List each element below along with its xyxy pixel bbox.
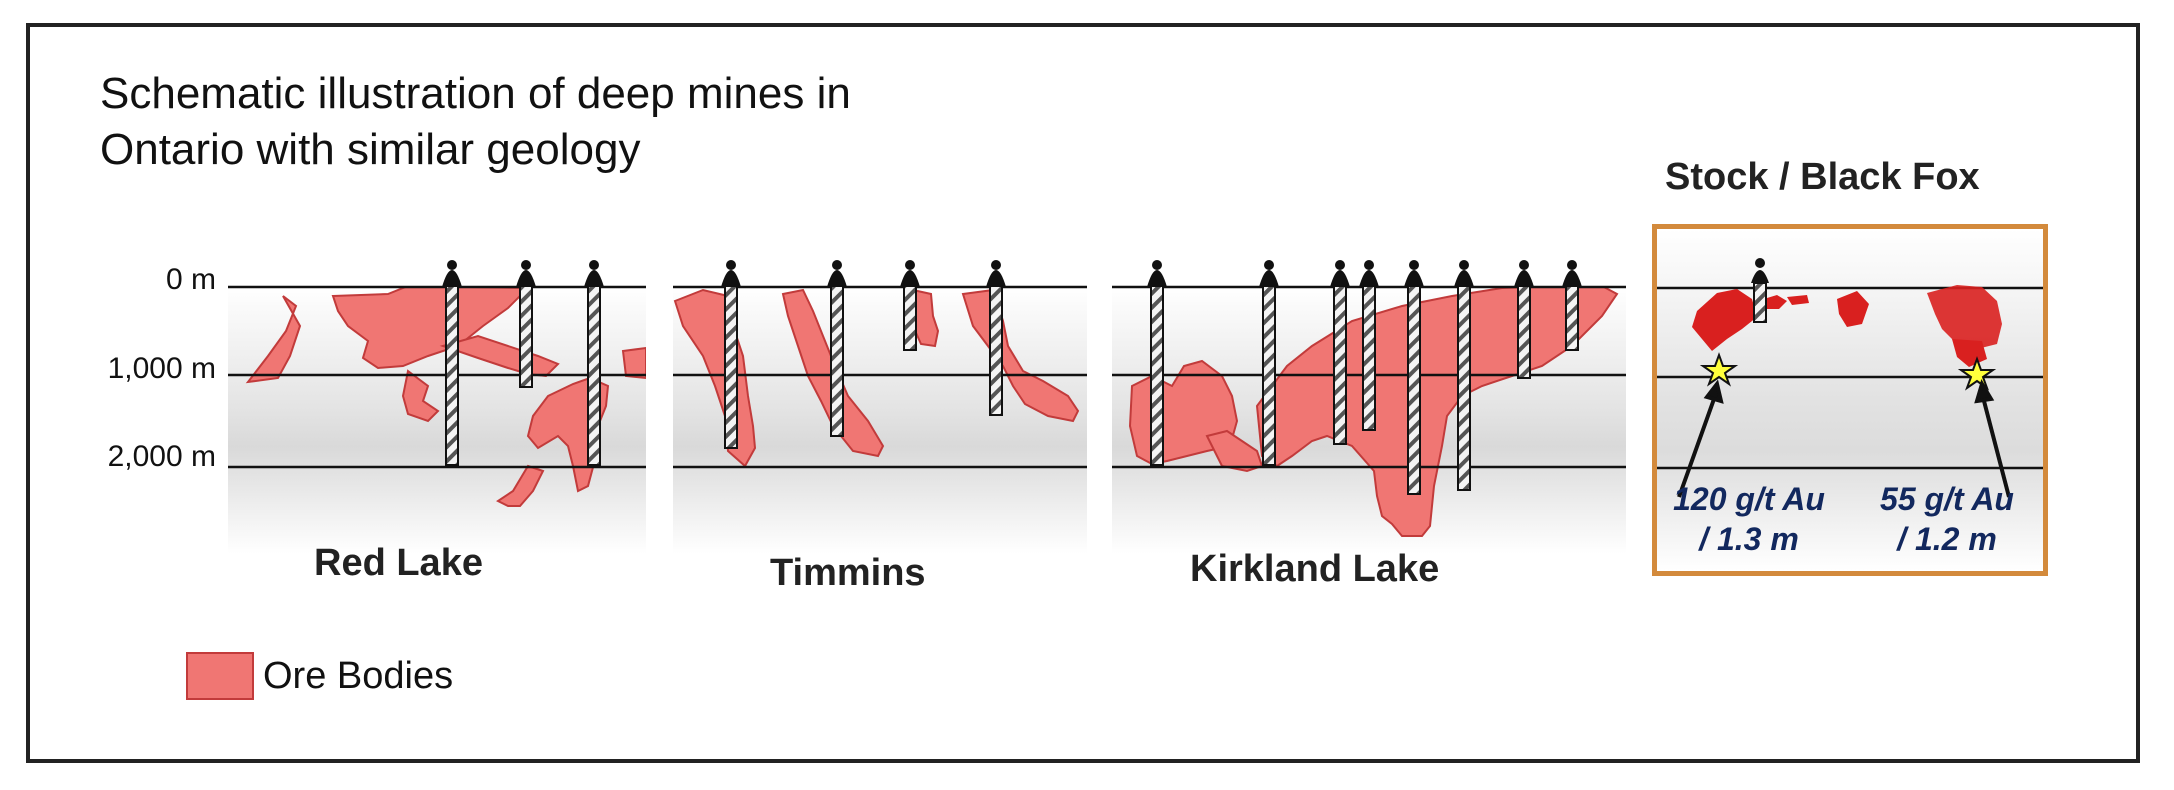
mine-shaft (721, 260, 741, 449)
mine-shaft (827, 260, 847, 437)
ore-body (1927, 285, 2002, 349)
mine-shaft (1454, 260, 1474, 491)
mine-label-kirkland-lake: Kirkland Lake (1190, 548, 1440, 590)
mine-shaft (1259, 260, 1279, 466)
mine-shaft (1562, 260, 1582, 351)
mine-shaft (1404, 260, 1424, 495)
mine-shaft (900, 260, 920, 351)
title-line-2: Ontario with similar geology (100, 125, 641, 174)
mine-shaft (986, 260, 1006, 416)
assay-1-grade: 120 g/t Au (1673, 481, 1825, 517)
mine-shaft (584, 260, 604, 466)
mine-shaft (442, 260, 462, 466)
title-line-1: Schematic illustration of deep mines in (100, 69, 851, 118)
depth-label-0m: 0 m (165, 263, 216, 296)
arrow-line (1982, 400, 2011, 498)
legend-label: Ore Bodies (263, 655, 454, 697)
ore-body (1952, 339, 1987, 367)
star-icon (1699, 352, 1739, 387)
star-icon (1957, 356, 1997, 391)
legend-swatch (186, 652, 254, 700)
ore-body (621, 346, 646, 380)
figure-title: Schematic illustration of deep mines in … (100, 66, 851, 178)
stock-title: Stock / Black Fox (1665, 156, 1980, 198)
assay-1-width: / 1.3 m (1699, 521, 1799, 557)
ore-body (1837, 291, 1869, 327)
mine-shaft (1147, 260, 1167, 466)
assay-label-2: 55 g/t Au / 1.2 m (1857, 479, 2037, 559)
mine-label-red-lake: Red Lake (314, 542, 483, 584)
mine-shaft (1330, 260, 1350, 445)
mine-shaft (1514, 260, 1534, 379)
ore-body (1692, 289, 1757, 351)
mine-shaft (516, 260, 536, 388)
stock-shaft (1751, 258, 1769, 323)
stock-diagram (1657, 258, 2043, 498)
arrow-head-icon (1703, 379, 1724, 404)
assay-label-1: 120 g/t Au / 1.3 m (1659, 479, 1839, 559)
ore-body (245, 295, 302, 384)
red-lake-section (228, 286, 646, 554)
arrow-line (1677, 398, 1716, 498)
mine-shaft (1359, 260, 1379, 431)
assay-2-grade: 55 g/t Au (1880, 481, 2014, 517)
ore-body (401, 369, 440, 423)
ore-body (496, 464, 545, 507)
mine-label-timmins: Timmins (770, 552, 926, 594)
assay-2-width: / 1.2 m (1897, 521, 1997, 557)
ore-body (1787, 295, 1809, 305)
stock-black-fox-box: 120 g/t Au / 1.3 m 55 g/t Au / 1.2 m (1652, 224, 2048, 576)
depth-label-2000m: 2,000 m (107, 440, 216, 473)
depth-label-1000m: 1,000 m (107, 352, 216, 385)
arrow-head-icon (1974, 379, 1995, 404)
